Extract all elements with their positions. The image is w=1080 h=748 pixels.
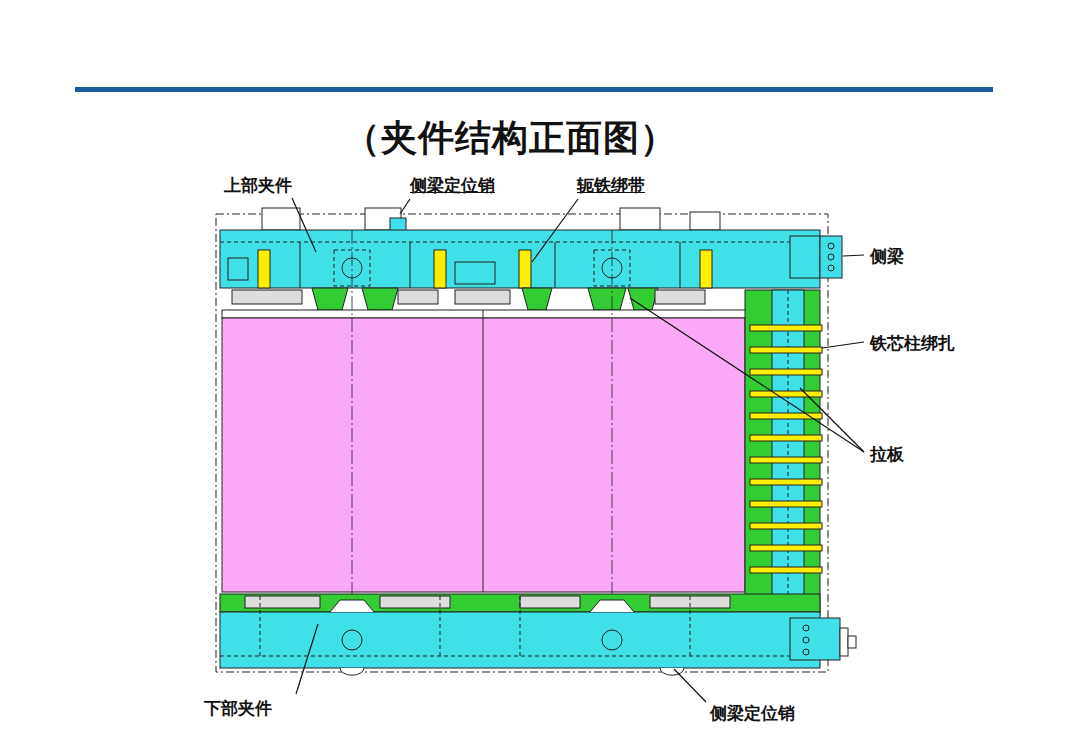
- part-label: 下部夹件: [202, 697, 274, 720]
- part-label: 侧梁定位销: [708, 702, 797, 725]
- part-label: 上部夹件: [222, 174, 294, 197]
- part-label: 铁芯柱绑扎: [868, 332, 957, 355]
- part-label: 侧梁: [868, 245, 906, 268]
- part-label: 侧梁定位销: [408, 174, 497, 197]
- header-rule: [75, 87, 993, 92]
- clamp-structure: [216, 208, 856, 675]
- diagram-title: （夹件结构正面图）: [344, 114, 677, 163]
- leader-lines: [292, 198, 864, 702]
- part-label: 拉板: [868, 443, 906, 466]
- part-label: 轭铁绑带: [575, 174, 647, 197]
